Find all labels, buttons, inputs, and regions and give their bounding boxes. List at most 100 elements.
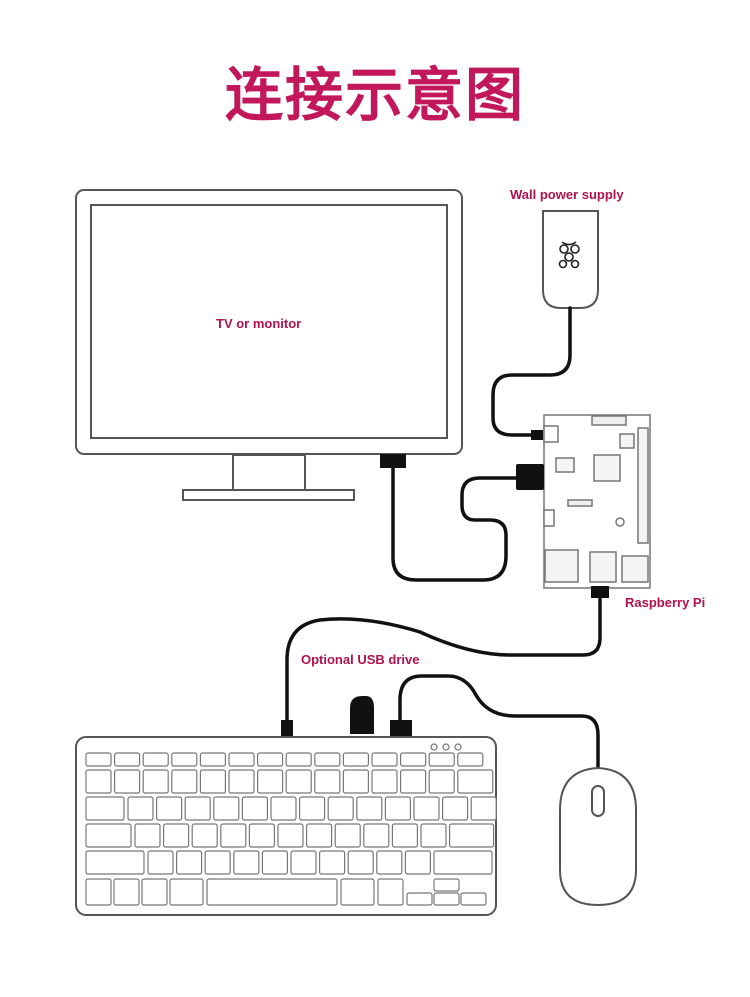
page-title: 连接示意图	[224, 61, 525, 129]
key	[285, 769, 312, 794]
key	[376, 850, 403, 875]
monitor-base	[182, 489, 355, 501]
key	[290, 850, 317, 875]
key	[241, 796, 268, 821]
pi-usb-connector	[591, 586, 609, 598]
key	[199, 769, 226, 794]
key	[371, 752, 398, 767]
key	[413, 796, 440, 821]
keyboard-cable	[285, 594, 602, 724]
key	[449, 823, 495, 848]
key	[342, 769, 369, 794]
pi-hdmi-connector	[516, 464, 544, 490]
wall-power-label: Wall power supply	[510, 187, 624, 202]
key	[470, 796, 497, 821]
connectors	[281, 430, 609, 736]
key	[85, 878, 112, 906]
key	[457, 752, 484, 767]
key	[404, 850, 431, 875]
key	[319, 850, 346, 875]
key	[199, 752, 226, 767]
monitor	[75, 189, 463, 501]
key	[156, 796, 183, 821]
key	[257, 769, 284, 794]
key	[85, 850, 145, 875]
raspberry-logo-icon	[558, 241, 580, 269]
key	[342, 752, 369, 767]
key	[442, 796, 469, 821]
key	[334, 823, 361, 848]
key	[134, 823, 161, 848]
key	[213, 796, 240, 821]
usb-drive	[350, 696, 374, 734]
scroll-wheel	[591, 785, 605, 817]
key	[85, 752, 112, 767]
key	[85, 823, 132, 848]
key	[228, 769, 255, 794]
key	[428, 769, 455, 794]
key	[457, 769, 494, 794]
monitor-neck	[232, 454, 306, 491]
key	[147, 850, 174, 875]
key	[384, 796, 411, 821]
power-cable	[491, 306, 572, 437]
key	[142, 769, 169, 794]
key	[257, 752, 284, 767]
key	[171, 769, 198, 794]
key	[142, 752, 169, 767]
power-connector	[531, 430, 543, 440]
wall-power-supply	[542, 210, 599, 309]
key	[85, 769, 112, 794]
key	[433, 878, 460, 892]
key	[327, 796, 354, 821]
key	[191, 823, 218, 848]
raspberry-pi-label: Raspberry Pi	[625, 595, 706, 610]
key	[314, 769, 341, 794]
raspberry-pi-board	[543, 414, 651, 589]
mouse	[559, 766, 637, 907]
key	[306, 823, 333, 848]
key	[363, 823, 390, 848]
key	[299, 796, 326, 821]
key	[113, 752, 141, 767]
key	[248, 823, 275, 848]
key	[127, 796, 154, 821]
key	[206, 878, 338, 906]
monitor-screen	[90, 204, 448, 439]
key	[371, 769, 398, 794]
mouse-usb-plug	[390, 720, 412, 736]
usb-drive-label: Optional USB drive	[301, 652, 420, 667]
key	[85, 796, 125, 821]
hdmi-cable-path-helper	[393, 468, 505, 580]
key	[314, 752, 341, 767]
key	[184, 796, 211, 821]
key	[141, 878, 168, 906]
key	[277, 823, 304, 848]
key	[400, 752, 427, 767]
key	[169, 878, 204, 906]
key	[400, 769, 427, 794]
key	[391, 823, 418, 848]
key	[270, 796, 297, 821]
key	[163, 823, 190, 848]
key	[377, 878, 404, 906]
hdmi-cable	[391, 466, 521, 582]
key	[460, 892, 487, 906]
key	[340, 878, 375, 906]
keyboard	[75, 736, 497, 916]
monitor-label: TV or monitor	[216, 316, 302, 331]
key	[176, 850, 203, 875]
key	[233, 850, 260, 875]
cables	[285, 306, 602, 772]
key	[433, 892, 460, 906]
key	[113, 878, 140, 906]
key	[220, 823, 247, 848]
key	[428, 752, 455, 767]
key	[285, 752, 312, 767]
key	[433, 850, 493, 875]
key	[261, 850, 288, 875]
key	[420, 823, 447, 848]
key	[171, 752, 198, 767]
key	[113, 769, 141, 794]
